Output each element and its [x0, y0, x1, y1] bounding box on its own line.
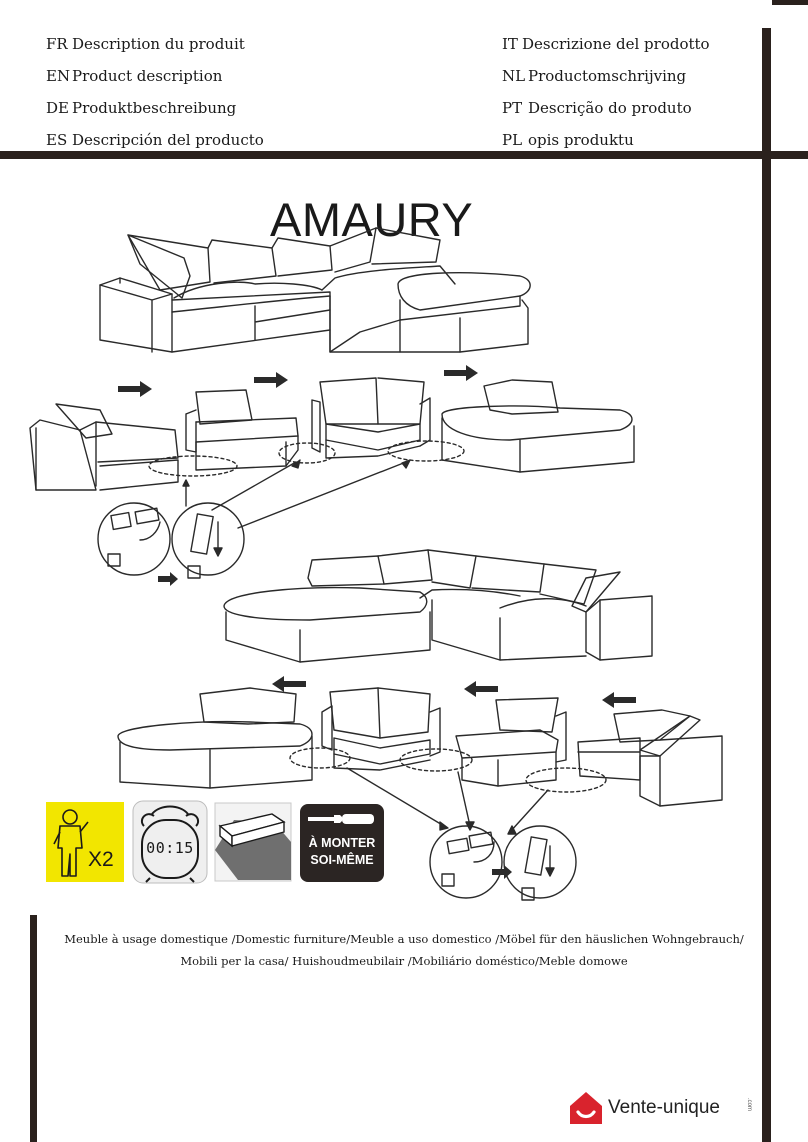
left-bottom-bar [30, 915, 37, 1142]
assembled-sofa-middle [224, 550, 652, 662]
modules-row-1 [30, 378, 634, 490]
brand-logo: Vente-unique .com [568, 1088, 758, 1128]
self-assembly-line1: À MONTER [308, 836, 376, 850]
brand-suffix: .com [746, 1098, 752, 1112]
connector-detail-top [98, 460, 410, 586]
connector-detail-bottom [347, 768, 576, 900]
header-divider [0, 151, 808, 159]
arrows-row-2 [272, 676, 636, 708]
assembled-sofa-top [100, 228, 530, 352]
package-box-icon [214, 802, 292, 882]
self-assembly-badge: À MONTER SOI-MÊME [300, 804, 384, 882]
house-logo-icon [570, 1092, 602, 1124]
modules-row-2 [118, 688, 722, 806]
alarm-clock-icon: 00:15 [132, 800, 208, 884]
persons-count-label: X2 [88, 848, 114, 871]
screwdriver-icon [308, 814, 374, 824]
usage-line-1: Meuble à usage domestique /Domestic furn… [64, 932, 744, 946]
right-frame-bar [762, 28, 771, 1142]
brand-name: Vente-unique [608, 1097, 720, 1118]
top-right-accent [772, 0, 808, 5]
two-persons-icon: X2 [46, 802, 124, 882]
self-assembly-line2: SOI-MÊME [310, 853, 374, 867]
clock-time-label: 00:15 [146, 839, 194, 857]
usage-line-2: Mobili per la casa/ Huishoudmeubilair /M… [180, 954, 628, 968]
arrows-row-1 [118, 365, 478, 397]
product-title: AMAURY [270, 193, 474, 246]
